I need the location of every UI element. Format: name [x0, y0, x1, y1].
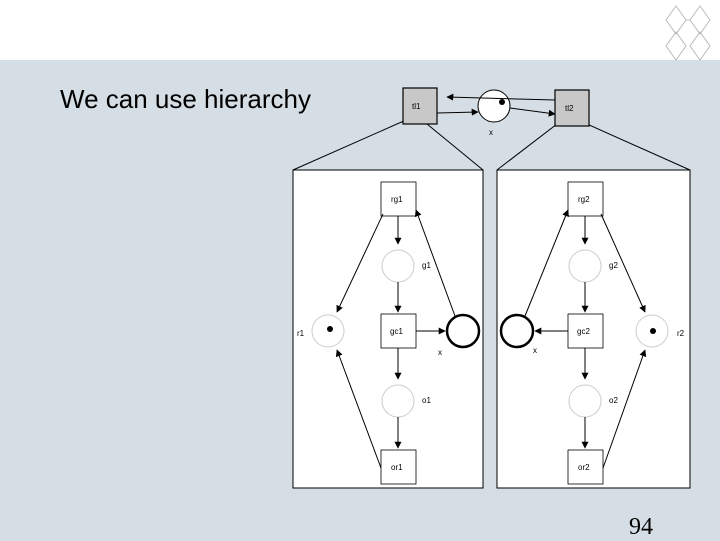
top-net: tl1 tl2 x — [402, 87, 590, 137]
transition-or1 — [380, 449, 417, 485]
slide-title: We can use hierarchy — [60, 84, 311, 114]
right-subnet: rg2 g2 gc2 o2 or2 r2 x — [496, 169, 691, 489]
transition-tl2-label: tl2 — [565, 104, 574, 113]
transition-rg2-label: rg2 — [578, 195, 590, 204]
place-r1-label: r1 — [297, 329, 305, 338]
place-x-right — [499, 313, 535, 349]
transition-or1-label: or1 — [391, 463, 403, 472]
transition-rg1-label: rg1 — [391, 195, 403, 204]
transition-gc2 — [567, 313, 604, 349]
token-r1 — [327, 326, 333, 332]
place-x-top — [477, 89, 511, 123]
arc-x-to-tl2 — [509, 107, 556, 117]
place-o2 — [568, 384, 602, 418]
place-o1-label: o1 — [422, 396, 431, 405]
transition-tl2 — [554, 89, 590, 127]
token-r2 — [650, 328, 656, 334]
arc-tl2-to-tl1 — [446, 93, 556, 101]
transition-tl1 — [402, 87, 438, 125]
arc-x-rg2 — [524, 209, 569, 317]
transition-rg1 — [380, 181, 417, 217]
arc-r1-rg1[interactable] — [336, 213, 384, 313]
arc-x-rg1 — [414, 209, 456, 317]
place-g2-label: g2 — [609, 261, 618, 270]
place-x-top-label: x — [489, 128, 493, 137]
place-o1 — [381, 384, 415, 418]
transition-gc2-label: gc2 — [577, 327, 590, 336]
left-subnet: rg1 g1 gc1 o1 or1 r1 x — [292, 169, 484, 489]
place-o2-label: o2 — [609, 396, 618, 405]
token-top — [499, 99, 505, 105]
place-x-right-label: x — [533, 346, 537, 355]
place-x-left — [445, 313, 481, 349]
page-number: 94 — [629, 514, 653, 540]
arc-r2-rg2 — [600, 213, 646, 313]
zoom-lines — [292, 119, 691, 171]
transition-or2 — [567, 449, 604, 485]
arc-or1-r1 — [335, 349, 382, 469]
place-g2 — [568, 249, 602, 283]
transition-gc1-label: gc1 — [390, 327, 403, 336]
arc-tl1-to-x — [436, 108, 479, 116]
transition-or2-label: or2 — [578, 463, 590, 472]
place-g1 — [381, 249, 415, 283]
arc-or2-r2 — [602, 349, 647, 469]
place-r2-label: r2 — [677, 329, 685, 338]
top-band — [0, 0, 720, 60]
logo-icon — [665, 5, 711, 61]
transition-tl1-label: tl1 — [412, 102, 421, 111]
place-g1-label: g1 — [422, 261, 431, 270]
place-x-left-label: x — [438, 348, 442, 357]
